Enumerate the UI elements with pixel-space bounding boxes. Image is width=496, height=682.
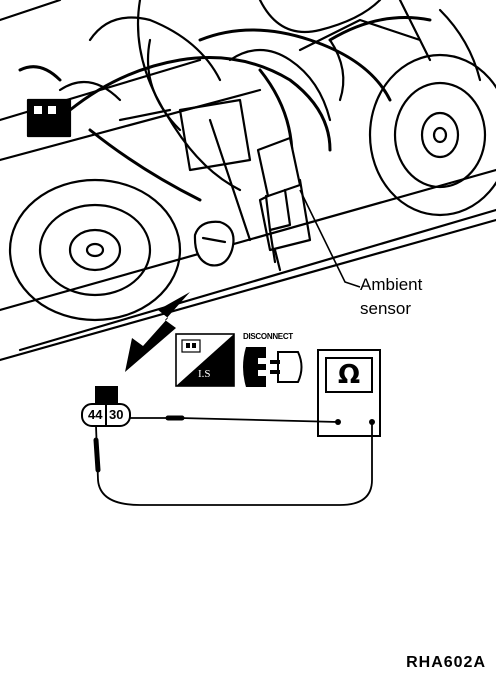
disconnect-label: DISCONNECT — [243, 332, 293, 341]
ohm-symbol: Ω — [337, 360, 361, 390]
left-pulley — [8, 178, 182, 322]
disconnect-connector-icon — [243, 347, 303, 387]
connector-44-30 — [81, 386, 131, 427]
sensor-connector-lower — [193, 220, 235, 267]
ohmmeter — [317, 349, 381, 437]
ambient-sensor-callout-line1: Ambient — [360, 275, 423, 294]
ambient-sensor — [256, 136, 302, 264]
terminal-label-44: 44 — [88, 407, 103, 422]
probe-lead-lower-tip — [93, 437, 101, 473]
probe-lead-upper — [129, 417, 339, 423]
ignition-label: I.S — [198, 368, 211, 380]
probe-lead-lower — [95, 423, 373, 506]
harness-connector-left — [26, 98, 72, 138]
engine-bay-illustration — [0, 0, 496, 362]
meter-terminal-right — [369, 419, 375, 425]
pointer-arrow — [125, 292, 190, 372]
ambient-sensor-callout-line2: sensor — [360, 299, 412, 318]
ignition-switch-icon — [175, 333, 235, 387]
wiring-harness — [18, 16, 432, 202]
right-pulley — [368, 53, 496, 217]
terminal-label-30: 30 — [109, 407, 124, 422]
figure-code: RHA602A — [406, 654, 486, 671]
callout-leader — [299, 189, 361, 288]
